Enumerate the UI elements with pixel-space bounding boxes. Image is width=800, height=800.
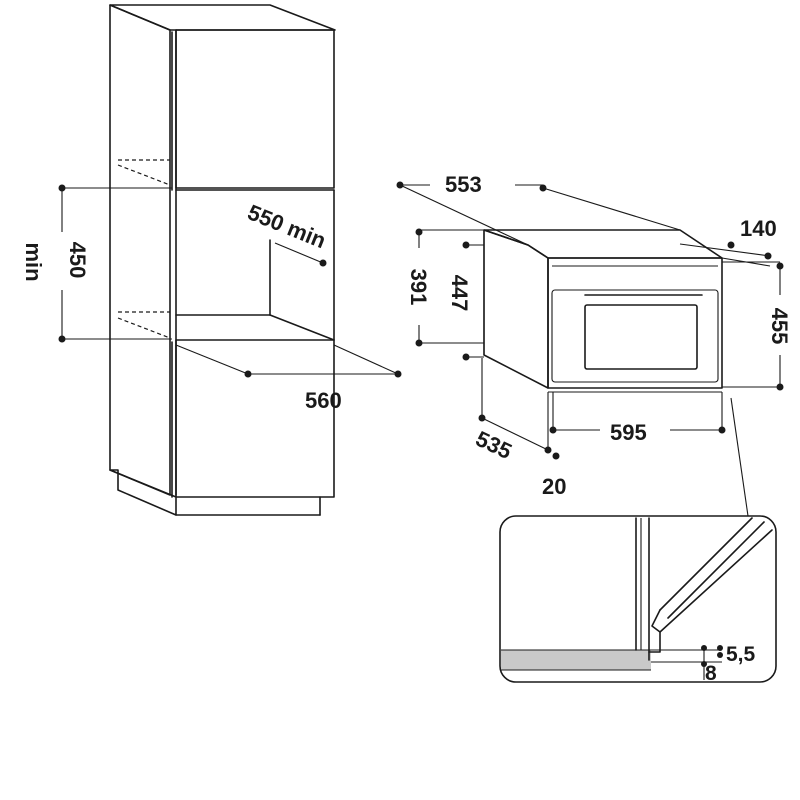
cabinet-upper-door bbox=[175, 29, 335, 189]
label-niche-width: 560 bbox=[305, 388, 342, 413]
label-front-offset: 20 bbox=[542, 474, 566, 499]
oven-drawing: 553 140 391 447 455 bbox=[396, 172, 792, 517]
label-body-height: 447 bbox=[447, 275, 472, 312]
oven-housing-top bbox=[483, 229, 723, 259]
label-front-width: 595 bbox=[610, 420, 647, 445]
detail-frame bbox=[499, 515, 777, 683]
label-housing-height: 391 bbox=[406, 269, 431, 306]
label-niche-height: 450 bbox=[65, 242, 90, 279]
cabinet-drawing: 450 min 550 min 560 bbox=[21, 4, 402, 516]
oven-housing-side bbox=[483, 229, 549, 389]
label-gap-bottom: 8 bbox=[705, 662, 717, 685]
cabinet-lower-door bbox=[175, 339, 335, 498]
detail-leader-line bbox=[730, 397, 749, 517]
detail-inset: 5,5 8 bbox=[499, 515, 777, 685]
label-front-height: 455 bbox=[767, 308, 792, 345]
oven-door bbox=[551, 289, 719, 383]
label-gap-top: 5,5 bbox=[726, 643, 756, 666]
cabinet-plinth bbox=[109, 469, 177, 516]
cabinet-side-panel bbox=[109, 4, 171, 496]
label-projection: 140 bbox=[740, 216, 777, 241]
oven-front-panel bbox=[547, 257, 723, 389]
oven-window bbox=[584, 304, 698, 370]
label-depth-top: 553 bbox=[445, 172, 482, 197]
cabinet-top bbox=[109, 4, 336, 31]
label-niche-depth: 550 min bbox=[244, 199, 329, 253]
detail-base-strip bbox=[501, 650, 651, 670]
label-niche-height-min: min bbox=[21, 242, 46, 281]
